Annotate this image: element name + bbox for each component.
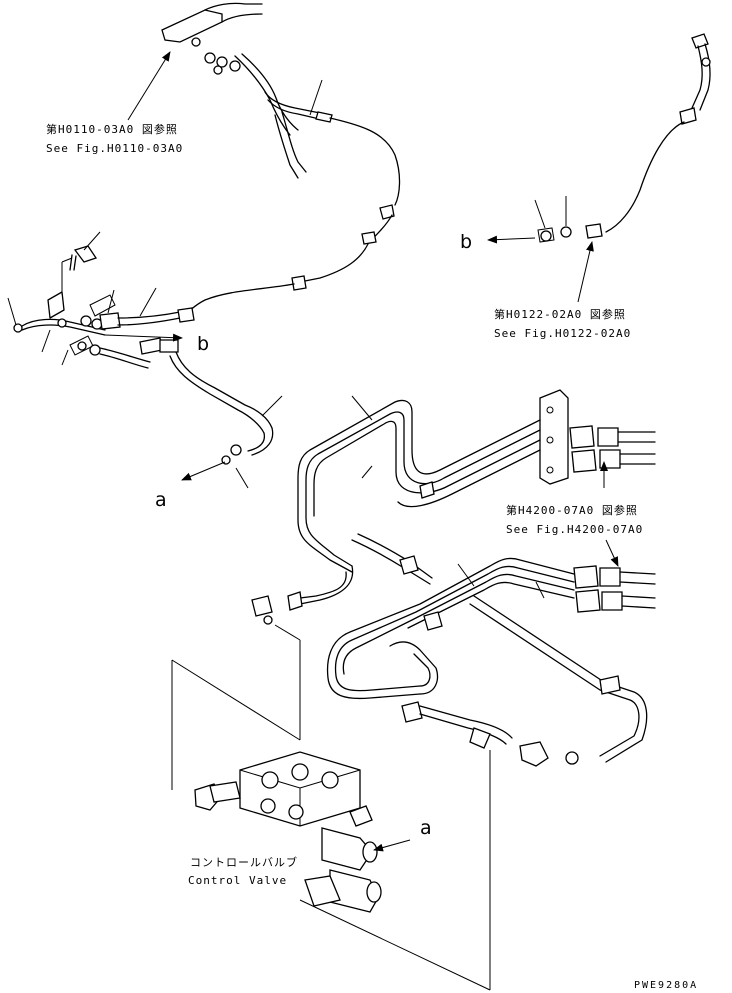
main-pipe-bundle: [251, 389, 656, 767]
control-valve-en: Control Valve: [188, 874, 287, 887]
callout-b-right-label: b: [460, 231, 472, 253]
top-left-block-assembly: [161, 2, 401, 319]
control-valve-jp: コントロールバルブ: [190, 855, 298, 869]
callout-a-left: a: [155, 461, 226, 511]
ref-top-left-jp: 第H0110-03A0 図参照: [46, 122, 178, 136]
left-manifold-cluster: [7, 231, 283, 489]
callout-a-right-label: a: [420, 817, 432, 839]
control-valve: [171, 640, 491, 991]
reference-top-right: 第H0122-02A0 図参照 See Fig.H0122-02A0: [494, 241, 631, 340]
top-right-pipe-assembly: [534, 33, 711, 243]
reference-top-left: 第H0110-03A0 図参照 See Fig.H0110-03A0: [46, 51, 183, 155]
callout-b-left-label: b: [197, 333, 209, 355]
ref-mid-right-jp: 第H4200-07A0 図参照: [506, 503, 638, 517]
reference-mid-right: 第H4200-07A0 図参照 See Fig.H4200-07A0: [506, 461, 643, 567]
ref-top-right-jp: 第H0122-02A0 図参照: [494, 307, 626, 321]
callout-b-left: b: [104, 333, 209, 355]
drawing-code: PWE9280A: [634, 980, 698, 991]
callout-a-right: a: [373, 817, 432, 852]
control-valve-label: コントロールバルブ Control Valve: [188, 855, 298, 887]
ref-top-left-en: See Fig.H0110-03A0: [46, 142, 183, 155]
callout-a-left-label: a: [155, 489, 167, 511]
ref-mid-right-en: See Fig.H4200-07A0: [506, 523, 643, 536]
ref-top-right-en: See Fig.H0122-02A0: [494, 327, 631, 340]
callout-b-right: b: [460, 231, 536, 253]
